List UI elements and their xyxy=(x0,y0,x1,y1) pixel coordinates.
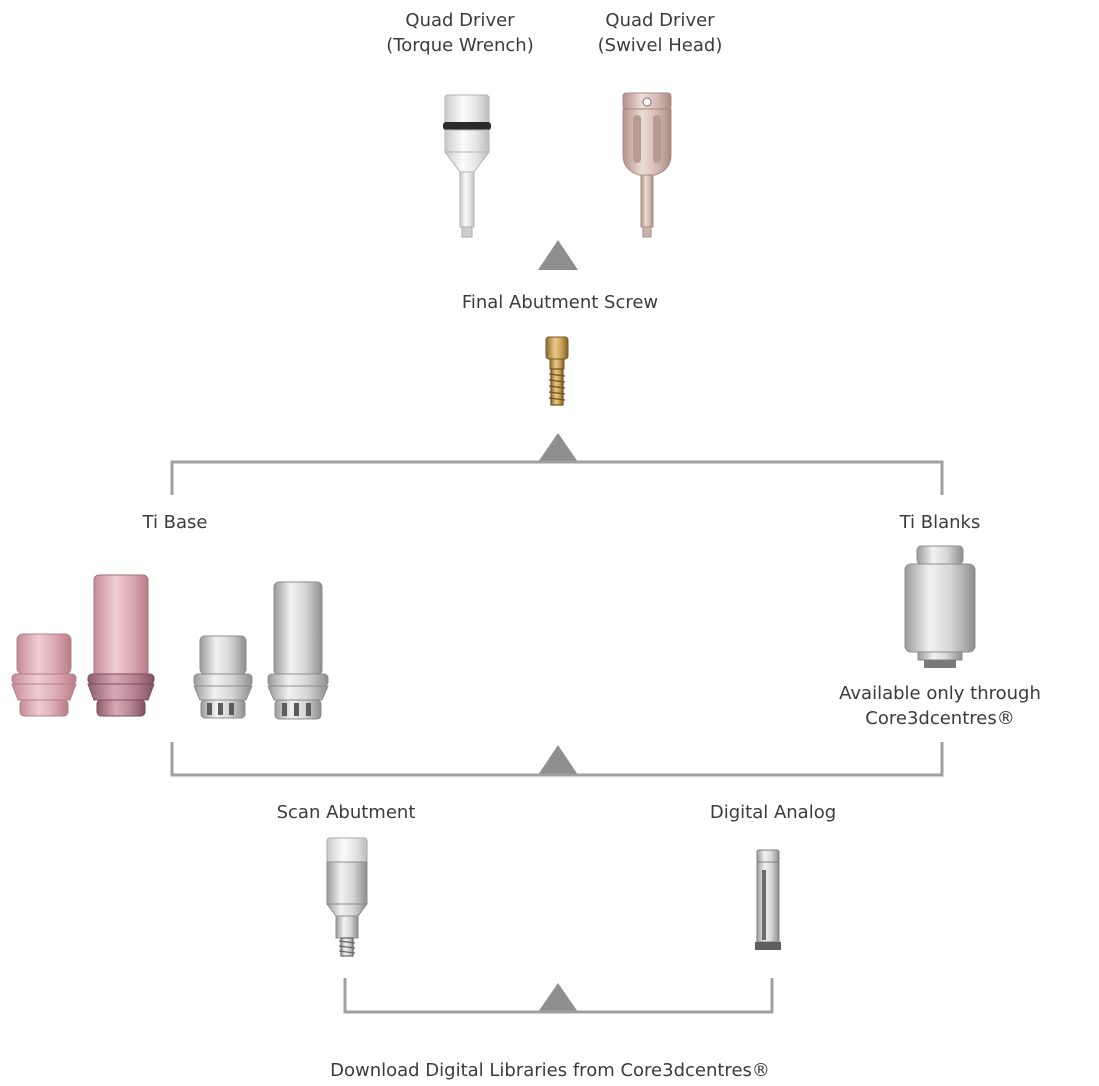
ti-base-pink-short-image xyxy=(11,633,77,717)
label-ti-blanks-note: Available only through Core3dcentres® xyxy=(820,681,1060,731)
label-quad-driver-torque: Quad Driver (Torque Wrench) xyxy=(370,8,550,58)
label-line: Quad Driver xyxy=(605,10,715,31)
quad-driver-torque-image xyxy=(443,94,491,238)
bracket-components xyxy=(170,742,944,777)
label-final-abutment-screw: Final Abutment Screw xyxy=(461,292,659,313)
ti-blank-image xyxy=(904,545,976,668)
final-abutment-screw-image xyxy=(545,336,569,406)
bracket-restorative xyxy=(170,460,944,495)
arrow-up-restorative xyxy=(538,745,578,775)
label-digital-analog: Digital Analog xyxy=(709,802,837,823)
label-line: Core3dcentres® xyxy=(865,708,1015,729)
label-line: Available only through xyxy=(839,683,1041,704)
label-ti-base: Ti Base xyxy=(142,512,208,533)
label-line: Quad Driver xyxy=(405,10,515,31)
arrow-up-digital xyxy=(538,983,578,1012)
arrow-up-drivers xyxy=(538,240,578,270)
label-line: (Swivel Head) xyxy=(597,35,723,56)
ti-base-titanium-short-image xyxy=(193,635,253,719)
quad-driver-swivel-image xyxy=(622,92,672,238)
bracket-digital xyxy=(343,978,774,1014)
ti-base-titanium-tall-image xyxy=(267,581,329,720)
scan-abutment-image xyxy=(326,837,368,957)
label-scan-abutment: Scan Abutment xyxy=(276,802,416,823)
arrow-up-screw xyxy=(538,433,578,462)
digital-analog-image xyxy=(755,849,781,950)
label-quad-driver-swivel: Quad Driver (Swivel Head) xyxy=(570,8,750,58)
label-ti-blanks: Ti Blanks xyxy=(899,512,981,533)
label-line: (Torque Wrench) xyxy=(386,35,534,56)
footer-download-text: Download Digital Libraries from Core3dce… xyxy=(330,1060,770,1081)
ti-base-pink-tall-image xyxy=(87,574,155,717)
